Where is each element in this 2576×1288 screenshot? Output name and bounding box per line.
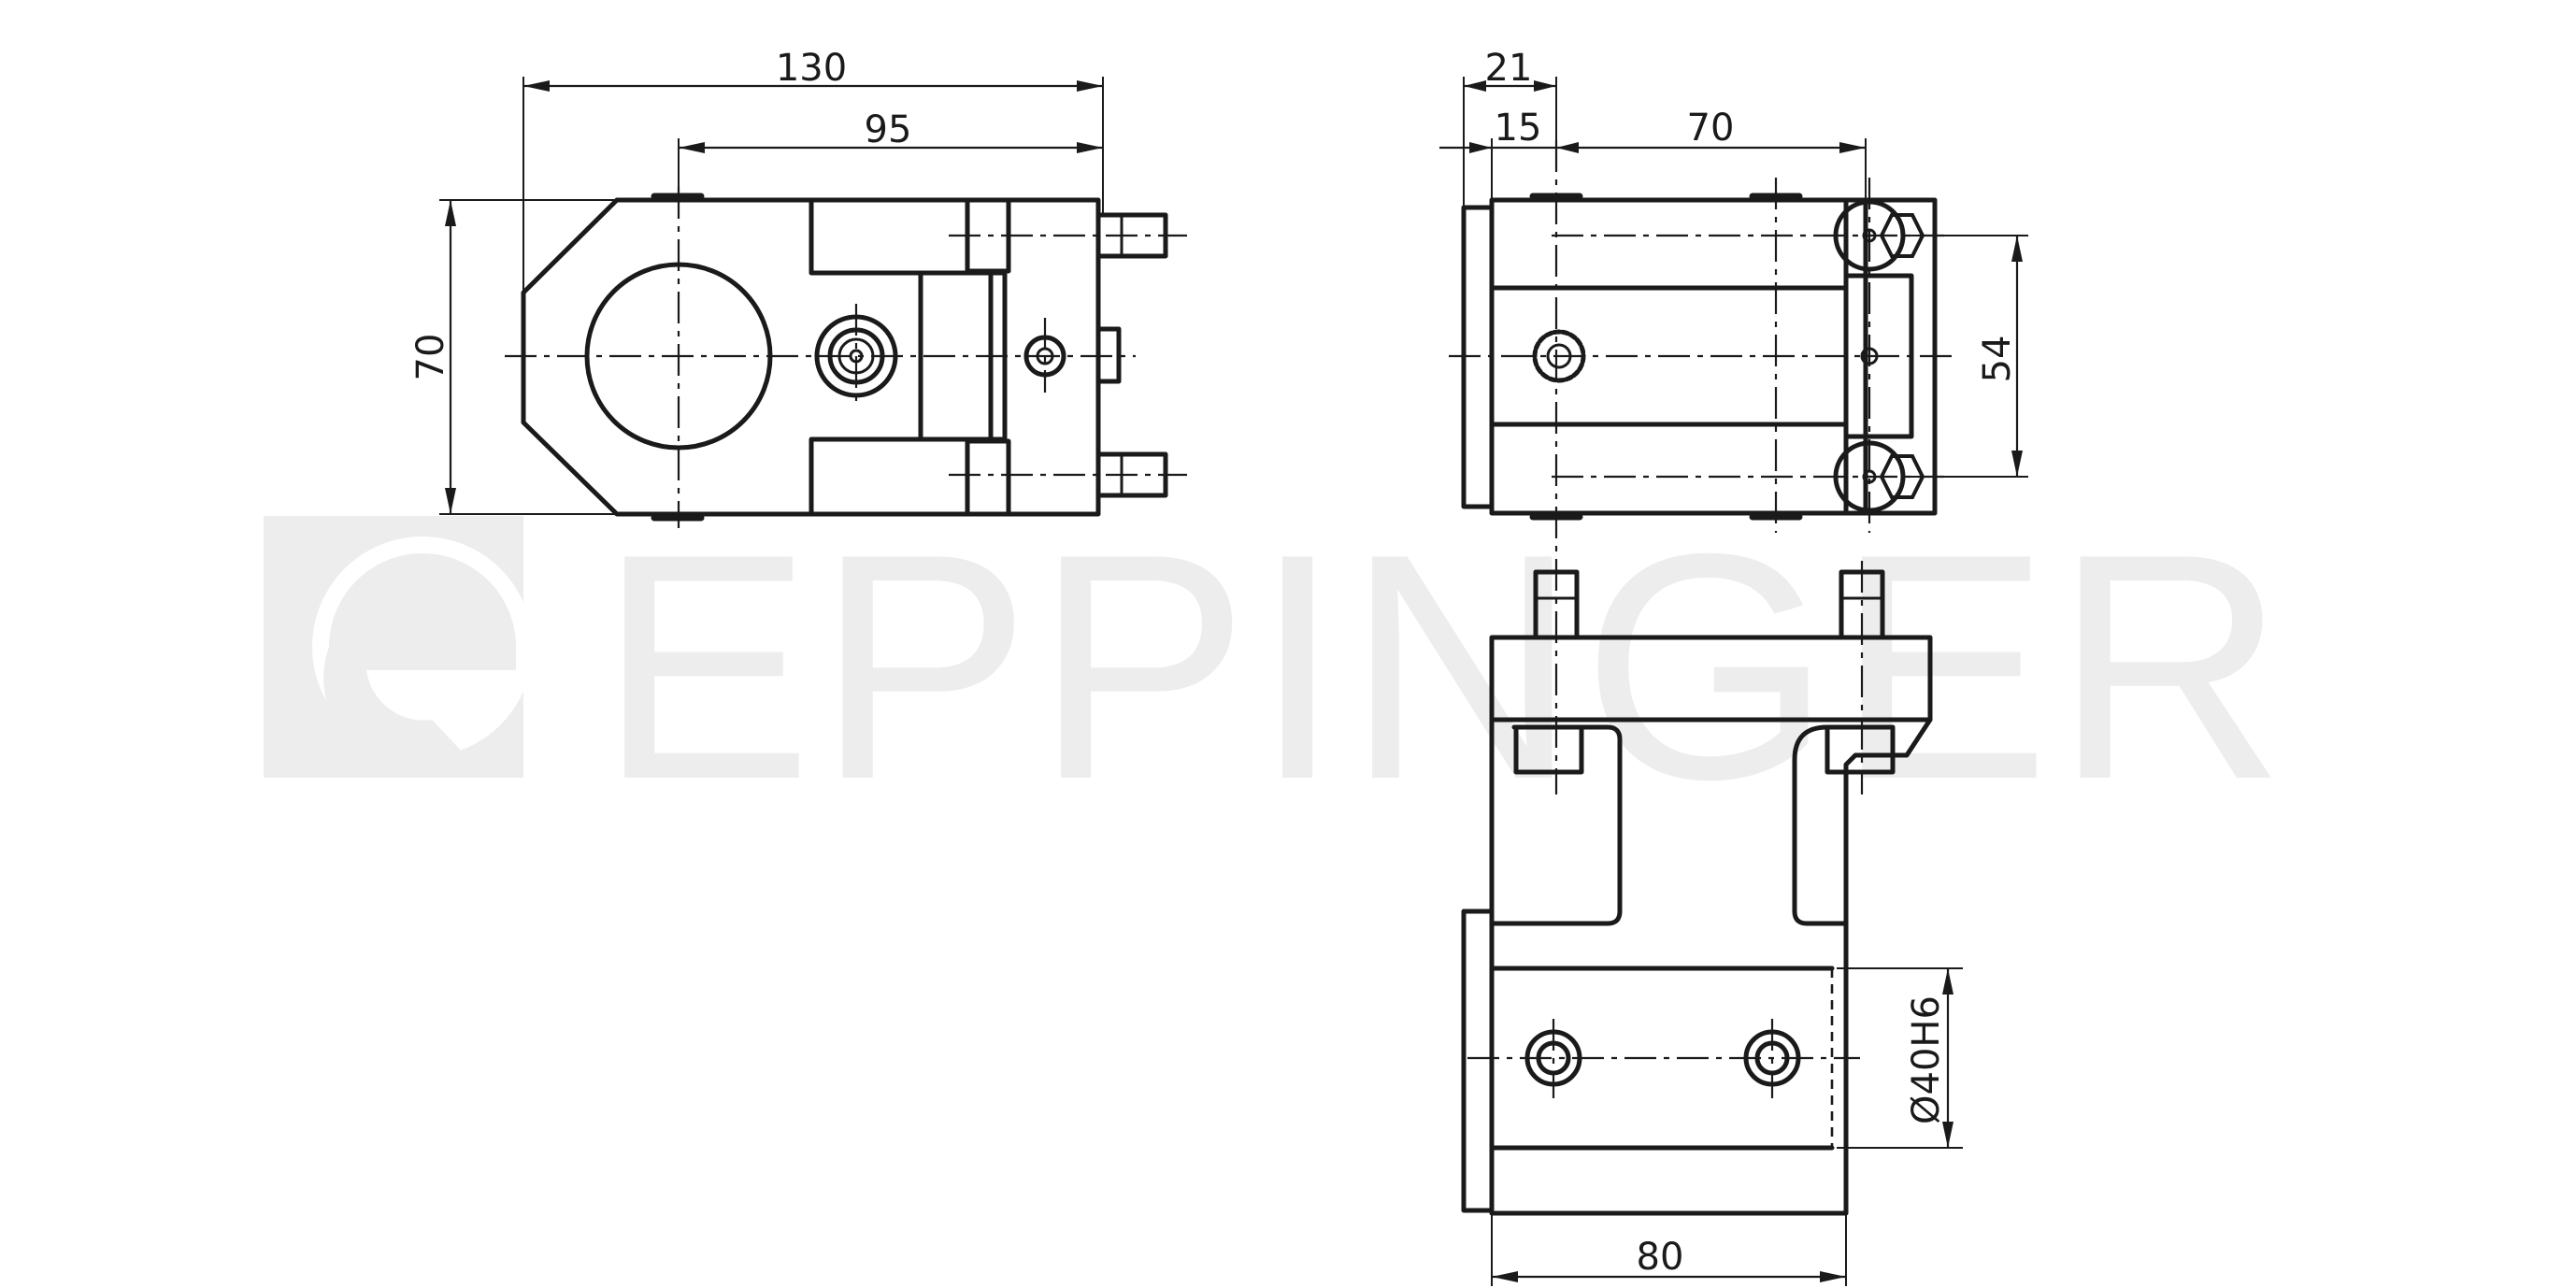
eppinger-watermark: EPPINGER xyxy=(264,487,2290,846)
top-left-pocket xyxy=(1489,724,1623,926)
dim-70-height-label: 70 xyxy=(409,334,452,381)
dim-21-label: 21 xyxy=(1485,47,1533,90)
front-bottom-key xyxy=(965,438,1011,517)
top-flange xyxy=(1461,909,1495,1213)
front-view-dimensions: 130 95 70 xyxy=(409,47,1104,515)
dim-54-label: 54 xyxy=(1976,336,2019,383)
eppinger-logo-mark xyxy=(264,516,533,778)
dim-15-label: 15 xyxy=(1495,107,1542,150)
top-left-key xyxy=(1513,724,1584,775)
top-right-key xyxy=(1825,724,1896,775)
side-view xyxy=(1449,140,1953,794)
eppinger-wordmark: EPPINGER xyxy=(598,487,2290,846)
dim-80-label: 80 xyxy=(1637,1236,1684,1279)
dim-95-label: 95 xyxy=(865,108,912,151)
front-view xyxy=(505,187,1187,528)
top-view xyxy=(1461,561,1933,1216)
dim-bore-label: Ø40H6 xyxy=(1905,995,1948,1124)
top-right-pocket xyxy=(1792,724,1849,926)
top-view-dimensions: Ø40H6 80 xyxy=(1491,967,1963,1286)
side-view-dimensions: 21 15 70 54 xyxy=(1439,47,2028,478)
dim-70-body-label: 70 xyxy=(1687,107,1735,150)
top-body-outline xyxy=(1489,635,1933,1216)
dim-130-label: 130 xyxy=(776,47,847,90)
